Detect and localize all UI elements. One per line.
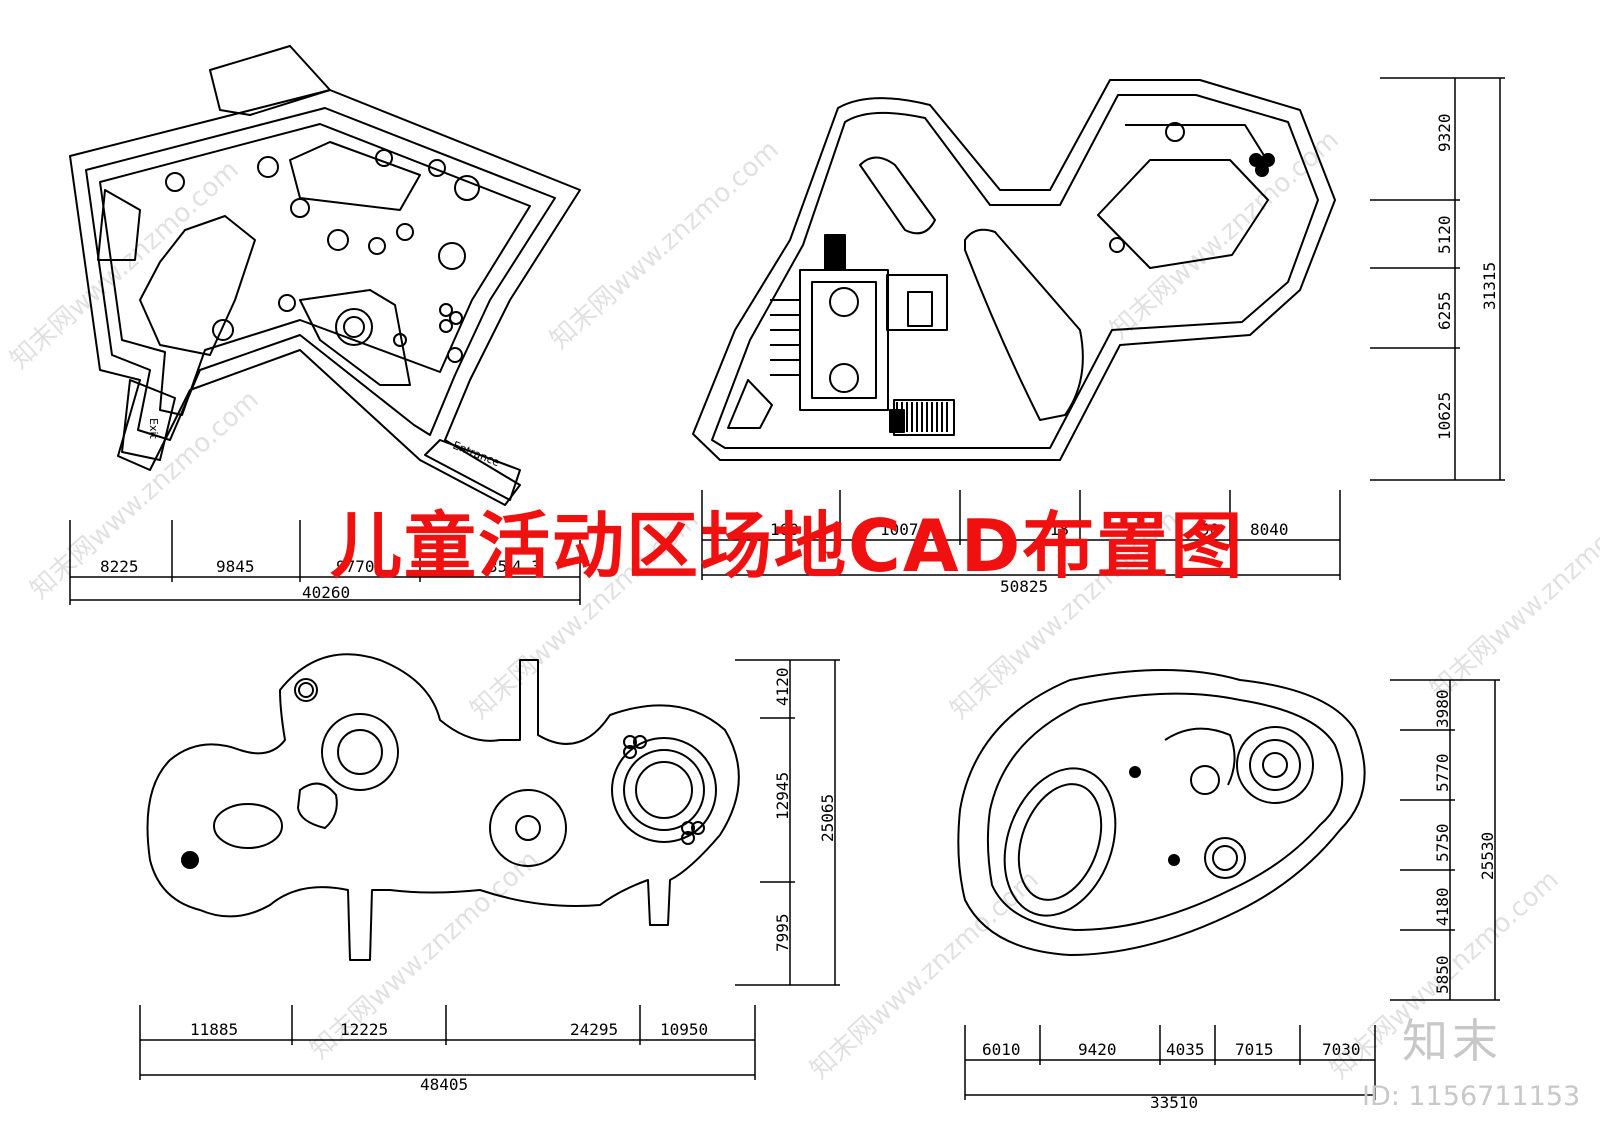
dim-total-label: 40260 [302,583,350,602]
plan-top-left: Exit Entrance [69,45,581,506]
dim-label: 318 [1040,520,1069,539]
sign-entrance: Entrance [451,439,502,470]
dim-label: 8040 [1250,520,1289,539]
dim-total-label: 33510 [1150,1093,1198,1112]
dim-label: 5770 [1433,753,1452,792]
dimensions-top-left: 8225 9845 9770 35 4.3 40260 [69,520,581,605]
sign-exit: Exit [147,418,160,440]
dim-total-label: 48405 [420,1075,468,1094]
dim-label: 4120 [773,667,792,706]
drawing-title: 儿童活动区场地CAD布置图 [330,504,1245,588]
dim-label: 4180 [1433,887,1452,926]
dim-label: 6255 [1435,291,1454,330]
plan-top-right [692,79,1336,461]
dim-label: 11885 [190,1020,238,1039]
dim-label: 12225 [340,1020,388,1039]
dim-label: 9845 [216,557,255,576]
dim-label: 6010 [982,1040,1021,1059]
dim-label: 50 [1200,520,1219,539]
dim-label: 5750 [1433,823,1452,862]
watermark-text: 知末网www.znzmo.com [5,155,245,375]
dim-label: 9420 [1078,1040,1117,1059]
dim-label: 160 [770,520,799,539]
dimensions-bottom-left: 11885 12225 24295 10950 48405 4120 12945… [139,659,840,1094]
dim-label: 4.3 [512,557,541,576]
dim-label: 35 [488,557,507,576]
dim-total-label: 31315 [1480,262,1499,310]
watermark-layer: 知末网www.znzmo.com 知末网www.znzmo.com 知末网www… [5,125,1600,1085]
watermark-text: 知末网www.znzmo.com [1105,125,1345,345]
dimensions-top-right: 160 1007 318 50 8040 50825 9320 5120 625… [701,77,1505,596]
brand-logo: 知末 [1402,1014,1502,1068]
dim-label: 9770 [336,557,375,576]
dim-label: 7015 [1235,1040,1274,1059]
plan-bottom-left [146,653,740,961]
dim-total-label: 25065 [818,794,837,842]
dimensions-bottom-right: 6010 9420 4035 7015 7030 33510 3980 5770… [964,679,1500,1112]
dim-label: 3980 [1433,689,1452,728]
dim-label: 9320 [1435,113,1454,152]
dim-label: 10950 [660,1020,708,1039]
dim-label: 24295 [570,1020,618,1039]
dim-label: 5850 [1433,955,1452,994]
dim-total-label: 25530 [1478,832,1497,880]
dim-label: 4035 [1166,1040,1205,1059]
dim-label: 7030 [1322,1040,1361,1059]
watermark-text: 知末网www.znzmo.com [545,135,785,355]
dim-label: 8225 [100,557,139,576]
dim-total-label: 50825 [1000,577,1048,596]
dim-label: 1007 [880,520,919,539]
image-id-label: ID: 1156711153 [1362,1081,1581,1112]
dim-label: 12945 [773,772,792,820]
dim-label: 10625 [1435,392,1454,440]
plan-bottom-right [957,669,1366,956]
dim-label: 7995 [773,913,792,952]
dim-label: 5120 [1435,215,1454,254]
watermark-text: 知末网www.znzmo.com [1425,485,1600,705]
